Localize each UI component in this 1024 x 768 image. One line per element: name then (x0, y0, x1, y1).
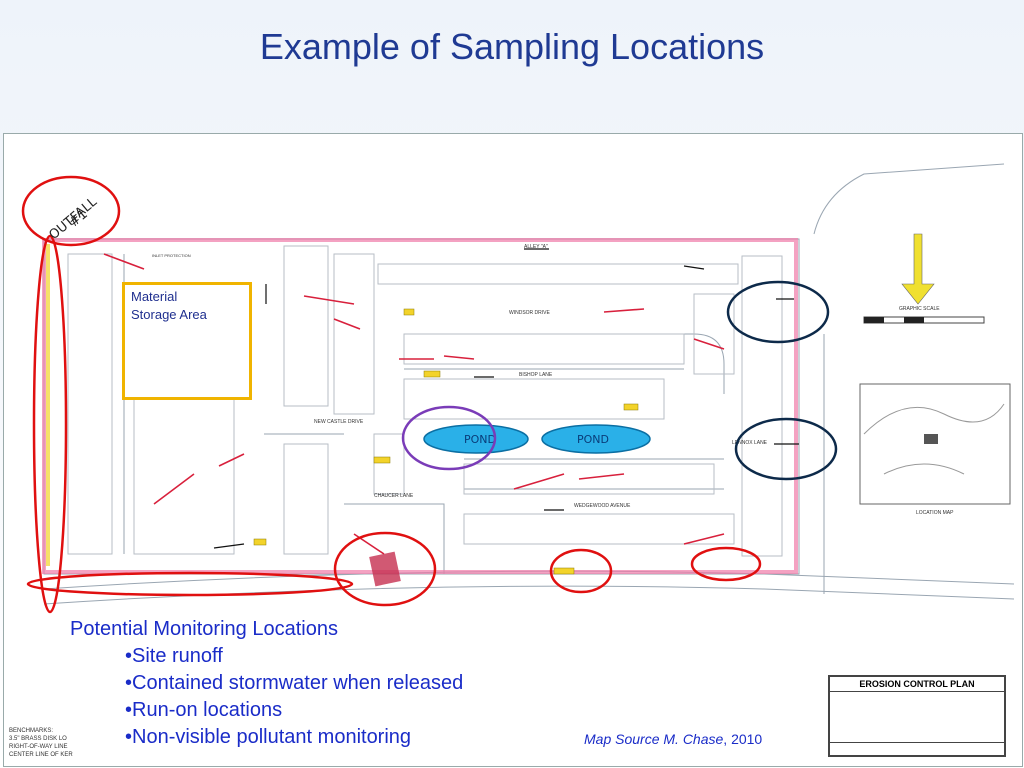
west-boundary-circle (32, 234, 68, 614)
location-map (859, 383, 1011, 505)
map-source-label: Map Source M. Chase (584, 731, 724, 747)
south-boundary-circle (26, 571, 354, 597)
legend-heading: Potential Monitoring Locations (70, 618, 338, 640)
legend-item-site-runoff: •Site runoff (125, 645, 223, 667)
legend-item-contained-stormwater: •Contained stormwater when released (125, 672, 464, 694)
slide-title: Example of Sampling Locations (259, 26, 765, 67)
new-castle-drive-label: NEW CASTLE DRIVE (314, 419, 364, 425)
titleblock-divider (830, 742, 1004, 743)
pond-west-label: POND (464, 433, 496, 446)
map-source: Map Source M. Chase, 2010 (584, 731, 762, 747)
monitoring-legend: Potential Monitoring Locations •Site run… (70, 616, 463, 751)
construction-entrance (369, 551, 401, 587)
southeast-circle (690, 546, 762, 582)
site-boundary (42, 238, 798, 574)
callout-line-1: Material (131, 289, 178, 304)
pond-east-label: POND (577, 433, 609, 446)
inlet-markers (253, 308, 639, 575)
runon-circle-south (734, 417, 838, 481)
wedgewood-avenue-label: WEDGEWOOD AVENUE (574, 503, 631, 509)
graphic-scale-label: GRAPHIC SCALE (899, 306, 940, 312)
inlet-protection-label: INLET PROTECTION (152, 253, 191, 258)
flow-arrows (103, 253, 725, 555)
inlet-circle (549, 548, 613, 594)
lennox-lane-label: LENNOX LANE (732, 440, 768, 446)
graphic-scale (863, 233, 985, 324)
location-map-label: LOCATION MAP (916, 510, 954, 516)
benchmarks-line: 3.5" BRASS DISK LO (9, 736, 67, 742)
monitoring-circles (21, 175, 838, 614)
map-source-year: , 2010 (723, 731, 763, 747)
legend-item-run-on: •Run-on locations (125, 699, 283, 721)
outfall-circle (21, 175, 121, 247)
erosion-control-plan-titleblock: EROSION CONTROL PLAN (828, 675, 1006, 757)
pond-east (541, 424, 651, 454)
benchmarks-note: BENCHMARKS: 3.5" BRASS DISK LO RIGHT-OF-… (9, 727, 73, 759)
site-plan-drawing: GRAPHIC SCALE LOCATION MAP POND POND WIN… (21, 163, 1015, 614)
alley-label: ALLEY "A" (524, 244, 548, 250)
callout-line-2: Storage Area (131, 307, 207, 322)
runon-circle-north (726, 280, 830, 344)
benchmarks-heading: BENCHMARKS: (9, 728, 54, 734)
pond-west (423, 424, 529, 454)
benchmarks-line: CENTER LINE OF KER (9, 752, 73, 758)
material-storage-callout: Material Storage Area (122, 282, 252, 400)
windsor-drive-label: WINDSOR DRIVE (509, 310, 551, 316)
pond-monitoring-circle (401, 405, 497, 471)
bishop-lane-label: BISHOP LANE (519, 372, 553, 378)
site-plan-map: GRAPHIC SCALE LOCATION MAP POND POND WIN… (3, 133, 1023, 767)
drainage-arrows (213, 248, 799, 549)
legend-item-non-visible: •Non-visible pollutant monitoring (125, 726, 412, 748)
erosion-plan-title: EROSION CONTROL PLAN (830, 677, 1004, 692)
entrance-circle (333, 531, 437, 607)
benchmarks-line: RIGHT-OF-WAY LINE (9, 744, 68, 750)
lot-blocks (67, 245, 783, 557)
chaucer-lane-label: CHAUCER LANE (374, 493, 414, 499)
